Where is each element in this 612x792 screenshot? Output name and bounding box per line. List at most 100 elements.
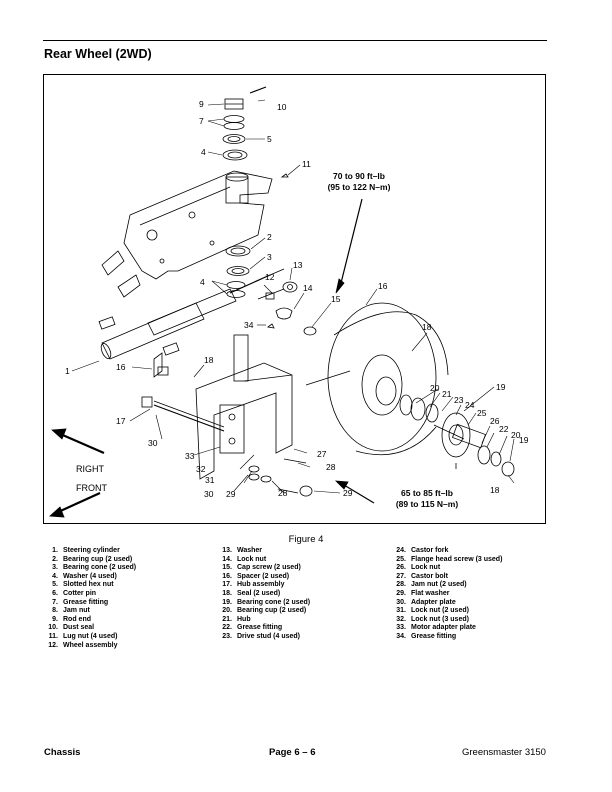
callout-18-upper: 20 [430, 383, 440, 393]
callout-2-lower: 2 [267, 232, 272, 242]
callout-10: 14 [303, 283, 313, 293]
part-row: 17.Hub assembly [222, 581, 285, 589]
part-row: 26.Lock nut [396, 564, 441, 572]
part-row: 11.Lug nut (4 used) [48, 632, 118, 640]
callout-29: 29 [226, 489, 236, 499]
callout-25: 28 [326, 462, 336, 472]
chassis-frame [101, 170, 273, 298]
callout-20-upper: 23 [454, 395, 464, 405]
callout-12: 16 [378, 281, 388, 291]
parts-list-col3: 24.Castor fork 25.Flange head screw (3 u… [392, 547, 502, 642]
callout-2-upper: 4 [201, 147, 206, 157]
part-row: 21.Hub [222, 615, 251, 623]
direction-arrows [49, 428, 105, 518]
callout-18-lower: 19 [519, 435, 529, 445]
callout-28: 28 [278, 488, 288, 498]
callout-13: 16 [116, 362, 126, 372]
part-row: 6.Cotter pin [52, 589, 97, 597]
callout-6: 10 [277, 102, 287, 112]
castor-bolt [141, 396, 225, 432]
callout-34: 34 [244, 320, 254, 330]
callout-4-upper: 7 [199, 116, 204, 126]
footer-section: Chassis [44, 747, 81, 758]
part-row: 8.Jam nut [52, 607, 90, 615]
callout-16-upper: 18 [422, 322, 432, 332]
upper-bearing-stack [222, 86, 289, 178]
callout-33: 33 [185, 451, 195, 461]
part-row: 18.Seal (2 used) [222, 589, 281, 597]
part-row: 31.Lock nut (2 used) [396, 607, 469, 615]
part-row: 2.Bearing cup (2 used) [52, 555, 133, 563]
callout-1: 1 [65, 366, 70, 376]
part-row: 22.Grease fitting [222, 624, 283, 632]
footer-page-number: Page 6 – 6 [269, 747, 316, 758]
callout-19-upper: 21 [442, 389, 452, 399]
part-row: 30.Adapter plate [396, 598, 456, 606]
part-row: 27.Castor bolt [396, 572, 448, 580]
callout-27: 30 [148, 438, 158, 448]
callout-7: 11 [302, 159, 311, 169]
direction-right-label: RIGHT [76, 464, 104, 474]
part-row: 19.Bearing cone (2 used) [222, 598, 311, 606]
part-row: 4.Washer (4 used) [52, 572, 117, 580]
callout-14: 17 [116, 416, 126, 426]
callout-21: 24 [465, 400, 475, 410]
part-row: 20.Bearing cup (2 used) [222, 607, 307, 615]
part-row: 7.Grease fitting [52, 598, 109, 606]
parts-list-col1: 1.Steering cylinder 2.Bearing cup (2 use… [44, 547, 136, 650]
part-row: 29.Flat washer [396, 589, 450, 597]
parts-list-col2: 13.Washer 14.Lock nut 15.Cap screw (2 us… [218, 547, 310, 642]
part-row: 15.Cap screw (2 used) [222, 564, 301, 572]
part-row: 12.Wheel assembly [48, 641, 118, 649]
part-row: 13.Washer [222, 547, 263, 554]
callout-22: 25 [477, 408, 487, 418]
callout-3-upper: 5 [267, 134, 272, 144]
leader-lines [71, 99, 515, 494]
footer-product-name: Greensmaster 3150 [462, 747, 546, 758]
callout-23: 26 [490, 416, 500, 426]
header-rule [43, 40, 547, 41]
lower-hardware [157, 366, 313, 497]
callout-26: 29 [343, 488, 353, 498]
callout-9: 13 [293, 260, 303, 270]
direction-front-label: FRONT [76, 483, 107, 493]
section-title: Rear Wheel (2WD) [44, 47, 152, 61]
part-row: 23.Drive stud (4 used) [222, 632, 301, 640]
part-row: 24.Castor fork [396, 547, 449, 554]
part-row: 25.Flange head screw (3 used) [396, 555, 503, 563]
exploded-view-drawing [49, 86, 515, 518]
callout-24: 27 [317, 449, 327, 459]
torque-arrows [334, 198, 375, 504]
part-row: 10.Dust seal [48, 624, 95, 632]
callout-4-lower: 4 [200, 277, 205, 287]
torque-lower-ftlb: 65 to 85 ft–lb [401, 488, 453, 498]
callout-3-lower: 3 [267, 252, 272, 262]
part-row: 32.Lock nut (3 used) [396, 615, 469, 623]
castor-fork [153, 334, 293, 480]
wheel-tire [303, 302, 449, 456]
part-row: 14.Lock nut [222, 555, 267, 563]
torque-spec-lower: 65 to 85 ft–lb (89 to 115 N–m) [377, 488, 477, 510]
figure-frame: 9 10 7 5 4 11 2 3 4 12 13 14 15 16 34 18… [43, 74, 546, 524]
torque-upper-nm: (95 to 122 N–m) [327, 182, 391, 192]
callout-8: 12 [265, 272, 275, 282]
callout-5: 9 [199, 99, 204, 109]
part-row: 16.Spacer (2 used) [222, 572, 290, 580]
part-row: 28.Jam nut (2 used) [396, 581, 467, 589]
callout-15: 18 [204, 355, 214, 365]
part-row: 33.Motor adapter plate [396, 624, 476, 632]
torque-upper-ftlb: 70 to 90 ft–lb [333, 171, 385, 181]
callout-20-lower: 22 [499, 424, 509, 434]
part-row: 1.Steering cylinder [52, 547, 120, 554]
part-row: 9.Rod end [52, 615, 91, 623]
callout-31: 31 [205, 475, 215, 485]
hub-assembly [399, 394, 515, 477]
callout-17: 19 [496, 382, 506, 392]
torque-spec-upper: 70 to 90 ft–lb (95 to 122 N–m) [309, 171, 409, 193]
callout-11: 15 [331, 294, 341, 304]
callout-32: 32 [196, 464, 206, 474]
rod-end-assembly [257, 281, 298, 329]
callout-19-lower: 20 [511, 430, 521, 440]
torque-lower-nm: (89 to 115 N–m) [395, 499, 459, 509]
part-row: 5.Slotted hex nut [52, 581, 114, 589]
